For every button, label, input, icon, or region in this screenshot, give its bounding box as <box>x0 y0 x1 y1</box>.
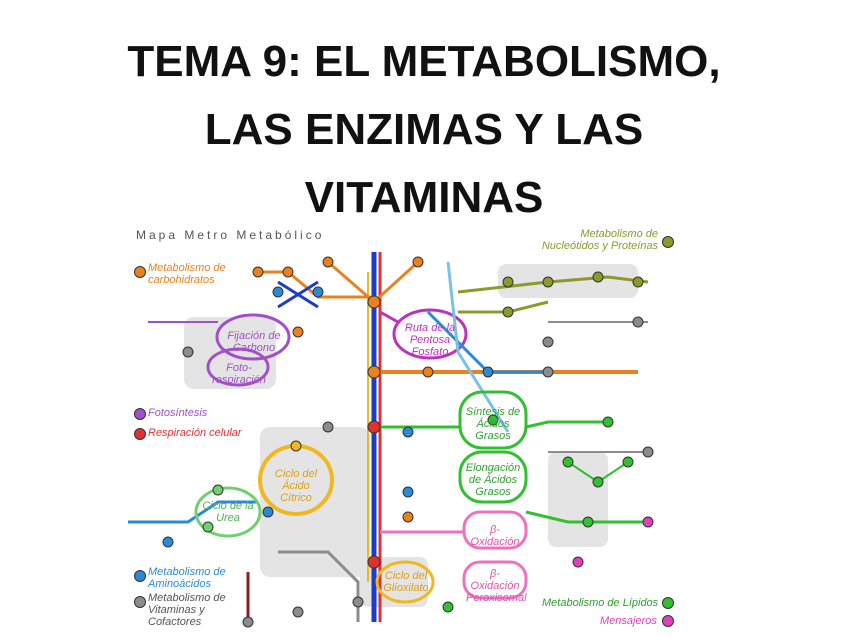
station <box>212 484 224 496</box>
station <box>542 366 554 378</box>
station <box>642 446 654 458</box>
lipid-line-2 <box>525 420 608 429</box>
fa-synthesis-ring <box>458 390 528 450</box>
beta-perox-label: β-Oxidación Peroxisomal <box>466 568 527 604</box>
fixation-cycle-ring <box>215 313 291 361</box>
lipid-line-3 <box>525 510 648 524</box>
station <box>402 511 414 523</box>
lipid-panel <box>548 452 608 547</box>
respiration-legend-label: Respiración celular <box>148 427 242 439</box>
station <box>502 306 514 318</box>
beta-oxidation-label: β-Oxidación <box>470 524 520 548</box>
amino-legend-label: Metabolismo de Aminoácidos <box>148 566 226 590</box>
nucleotide-line <box>457 275 649 294</box>
mitochondria-panel <box>260 427 370 577</box>
station <box>642 516 654 528</box>
lipid-legend-icon <box>662 597 674 609</box>
station <box>322 421 334 433</box>
fa-synthesis-label: Síntesis de Ácidos Grasos <box>465 406 521 442</box>
messenger-legend-label: Mensajeros <box>600 615 657 627</box>
amino-line <box>128 500 258 524</box>
map-title: Mapa Metro Metabólico <box>136 228 325 242</box>
station <box>352 596 364 608</box>
stations <box>162 256 654 628</box>
urea-cycle-ring <box>194 486 262 538</box>
station <box>312 286 324 298</box>
station <box>582 516 594 528</box>
station <box>402 486 414 498</box>
metro-map-lines <box>128 252 654 628</box>
beta-oxidation-ring <box>462 510 528 550</box>
station <box>242 616 254 628</box>
glyoxylate-panel <box>360 557 428 607</box>
photorespiration-cycle-ring <box>206 347 270 387</box>
photosynthesis-legend-icon <box>134 408 146 420</box>
messenger-legend-icon <box>662 615 674 627</box>
station <box>542 276 554 288</box>
station <box>542 336 554 348</box>
station <box>272 286 284 298</box>
station <box>402 426 414 438</box>
nucleotide-legend-icon <box>662 236 674 248</box>
station <box>442 601 454 613</box>
title-line-2: LAS ENZIMAS Y LAS <box>204 105 644 154</box>
pentose-cycle-ring <box>392 308 468 360</box>
fa-elongation-label: Elongación de Ácidos Grasos <box>465 462 521 498</box>
carb-line-blue-2 <box>277 280 319 309</box>
station <box>592 271 604 283</box>
station <box>572 556 584 568</box>
vitamins-legend-icon <box>134 596 146 608</box>
station <box>602 416 614 428</box>
pentose-cycle-label: Ruta de la Pentosa Fosfato <box>404 322 456 358</box>
station <box>262 506 274 518</box>
station <box>412 256 424 268</box>
station <box>422 366 434 378</box>
station <box>252 266 264 278</box>
station <box>592 476 604 488</box>
station <box>162 536 174 548</box>
pentose-link <box>379 310 399 324</box>
metabolic-metro-map: Mapa Metro Metabólico Metabolismo de car… <box>128 222 676 632</box>
fixation-cycle-label: Fijación de Carbono <box>227 330 281 354</box>
respiration-legend-icon <box>134 428 146 440</box>
carbohydrate-legend-label: Metabolismo de carbohidratos <box>148 262 226 286</box>
amino-line-3 <box>446 261 510 433</box>
station <box>367 295 381 309</box>
title-line-1: TEMA 9: EL METABOLISMO, <box>127 37 721 86</box>
urea-cycle-label: Ciclo de la Urea <box>202 500 254 524</box>
glyoxylate-cycle-label: Ciclo del Glioxilato <box>383 570 429 594</box>
station <box>562 456 574 468</box>
station <box>482 366 494 378</box>
station <box>322 256 334 268</box>
station <box>367 365 381 379</box>
carbohydrate-legend-icon <box>134 266 146 278</box>
beta-perox-ring <box>462 560 528 600</box>
title-line-3: VITAMINAS <box>304 173 544 222</box>
station <box>290 440 302 452</box>
slide-title: TEMA 9: EL METABOLISMO, LAS ENZIMAS Y LA… <box>0 28 848 232</box>
station <box>487 414 499 426</box>
glyoxylate-cycle-ring <box>375 560 435 604</box>
nucleotide-legend-label: Metabolismo de Nucleótidos y Proteínas <box>541 228 658 252</box>
station <box>292 606 304 618</box>
fa-elongation-ring <box>458 450 528 504</box>
station <box>632 276 644 288</box>
station <box>292 326 304 338</box>
carb-line-top <box>258 270 374 299</box>
photorespiration-cycle-label: Foto-respiración <box>212 362 266 386</box>
photosynthesis-legend-label: Fotosíntesis <box>148 407 208 419</box>
vitamins-legend-label: Metabolismo de Vitaminas y Cofactores <box>148 592 226 628</box>
amino-legend-icon <box>134 570 146 582</box>
station <box>367 555 381 569</box>
station <box>202 521 214 533</box>
station <box>282 266 294 278</box>
station <box>622 456 634 468</box>
station <box>367 420 381 434</box>
station <box>502 276 514 288</box>
citric-cycle-label: Ciclo del Ácido Cítrico <box>274 468 318 504</box>
lipid-legend-label: Metabolismo de Lípidos <box>542 597 659 609</box>
station <box>632 316 644 328</box>
station <box>182 346 194 358</box>
